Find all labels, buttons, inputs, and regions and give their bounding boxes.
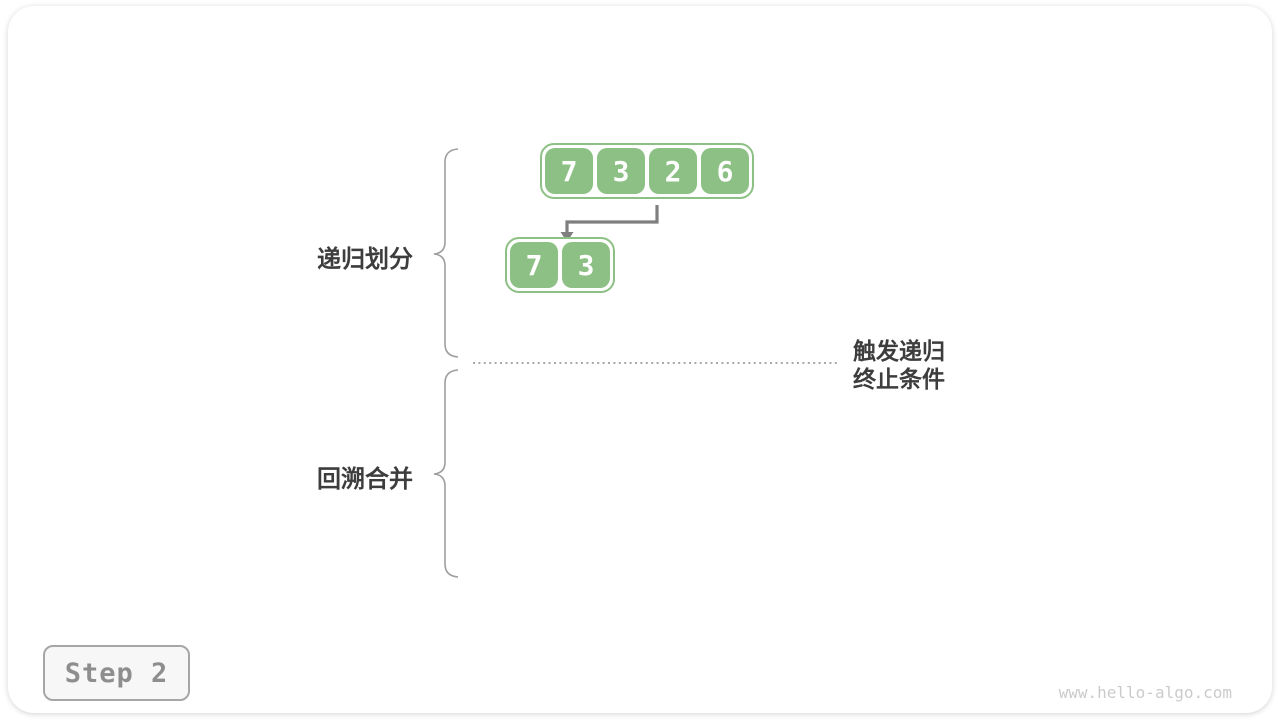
phase-label-recursive-division: 递归划分 [317, 246, 413, 273]
array-cell: 2 [649, 148, 697, 194]
figure-card: 7 3 2 6 7 3 递归划分 回溯合并 触发递归 终止条件 Step 2 w… [8, 6, 1272, 713]
termination-annotation-line1: 触发递归 [853, 338, 945, 364]
array-cell: 3 [562, 242, 610, 288]
split-arrow-line [565, 205, 659, 233]
termination-annotation-line2: 终止条件 [853, 366, 945, 392]
array-level-2-left: 7 3 [505, 237, 615, 293]
array-cell: 7 [545, 148, 593, 194]
array-cell: 6 [701, 148, 749, 194]
watermark: www.hello-algo.com [1058, 683, 1232, 702]
array-level-1: 7 3 2 6 [540, 143, 754, 199]
diagram-overlay [433, 148, 839, 578]
array-cell: 3 [597, 148, 645, 194]
merge-phase-brace [433, 369, 459, 578]
step-badge: Step 2 [43, 645, 190, 701]
phase-label-backtrack-merge: 回溯合并 [317, 466, 413, 493]
termination-annotation: 触发递归 终止条件 [853, 337, 945, 393]
recursion-phase-brace [433, 148, 459, 358]
array-cell: 7 [510, 242, 558, 288]
